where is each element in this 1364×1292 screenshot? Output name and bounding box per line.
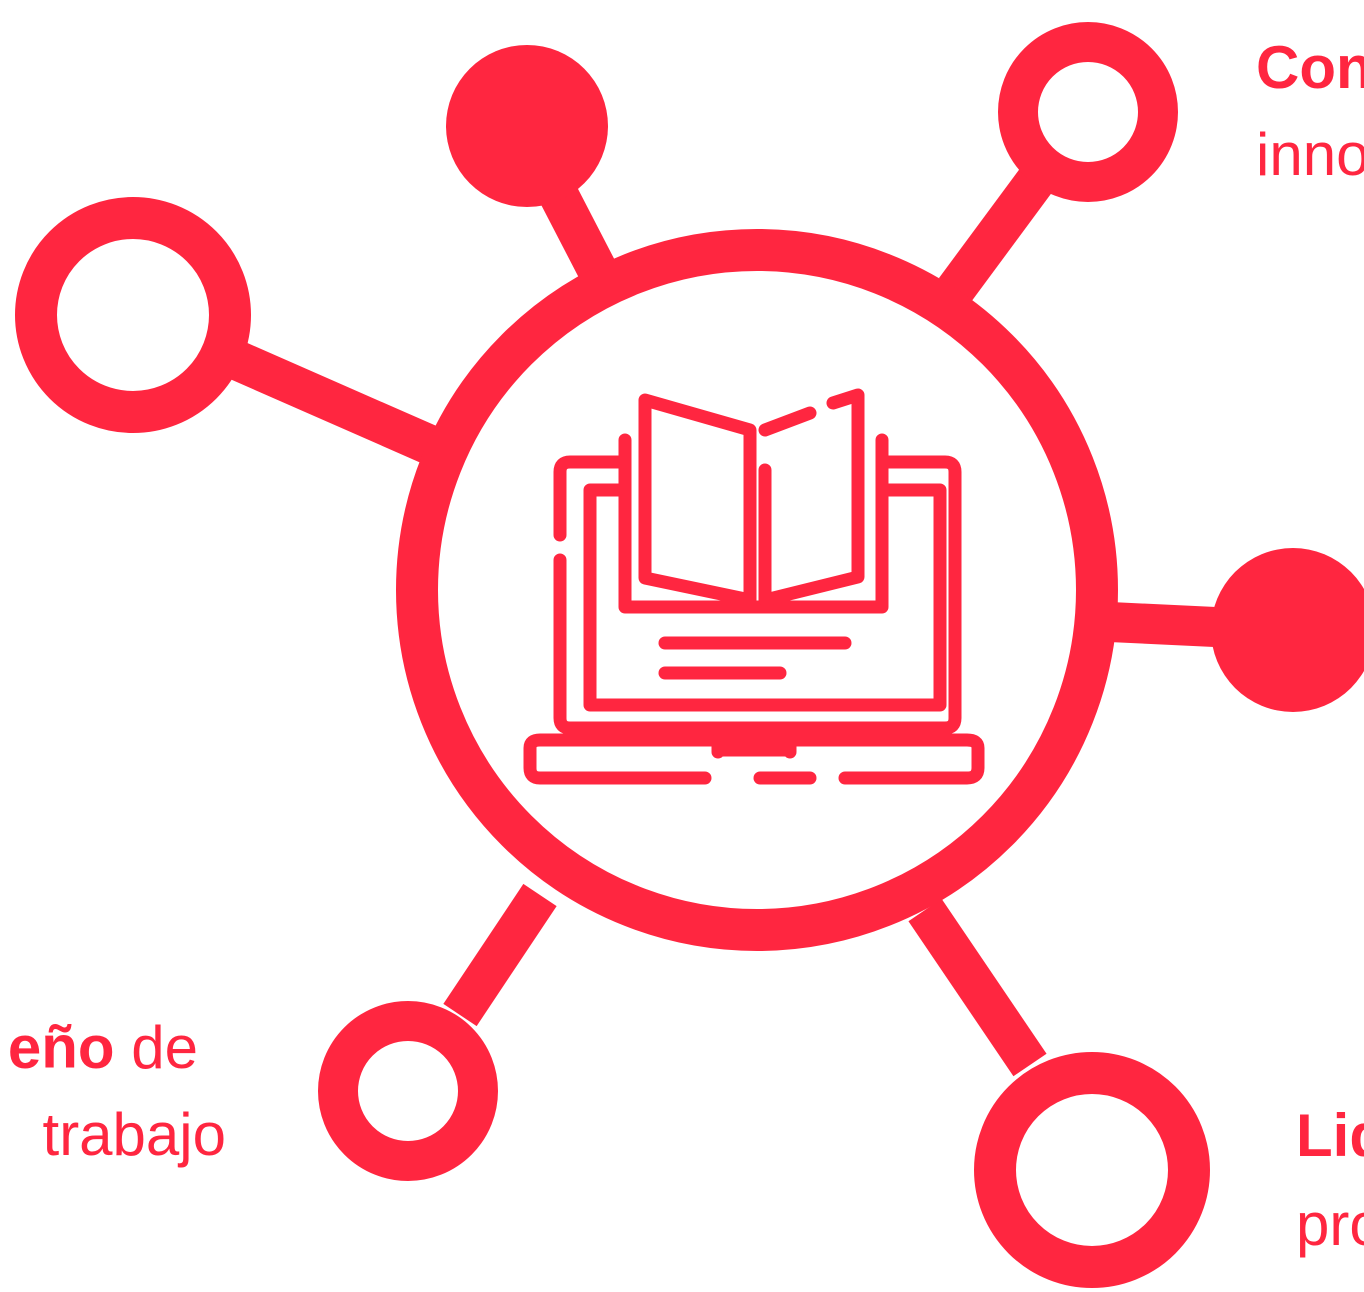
nodes xyxy=(15,22,1364,1288)
label-bottom-right-line2: pro xyxy=(1296,1191,1364,1258)
connector-top xyxy=(538,180,618,285)
label-bottom-left-rest: de xyxy=(115,1014,198,1081)
node-left-ring xyxy=(15,197,251,433)
node-top-right-ring xyxy=(998,22,1178,202)
node-bottom-right-ring xyxy=(974,1052,1210,1288)
labels: Con inno eño de trabajo Lid pro xyxy=(8,34,1364,1258)
label-bottom-left-bold: eño xyxy=(8,1014,115,1081)
connector-top-right xyxy=(938,163,1057,302)
hub-circle xyxy=(396,229,1118,951)
connectors xyxy=(216,163,1216,1077)
label-top-right-line1: Con xyxy=(1256,34,1364,101)
laptop-with-open-book-icon xyxy=(523,388,985,785)
connector-left xyxy=(216,336,439,464)
node-right-filled xyxy=(1211,548,1364,712)
label-bottom-left-line1: eño de xyxy=(8,1014,198,1081)
connector-right xyxy=(1109,602,1216,647)
node-bottom-left-ring xyxy=(318,1001,498,1181)
label-bottom-right-line1: Lid xyxy=(1296,1102,1364,1169)
connector-bottom-right xyxy=(908,898,1047,1077)
node-top-filled xyxy=(446,45,608,207)
label-top-right-line2: inno xyxy=(1256,121,1364,188)
connector-bottom-left xyxy=(443,883,557,1027)
label-bottom-left-line2: trabajo xyxy=(43,1101,226,1168)
